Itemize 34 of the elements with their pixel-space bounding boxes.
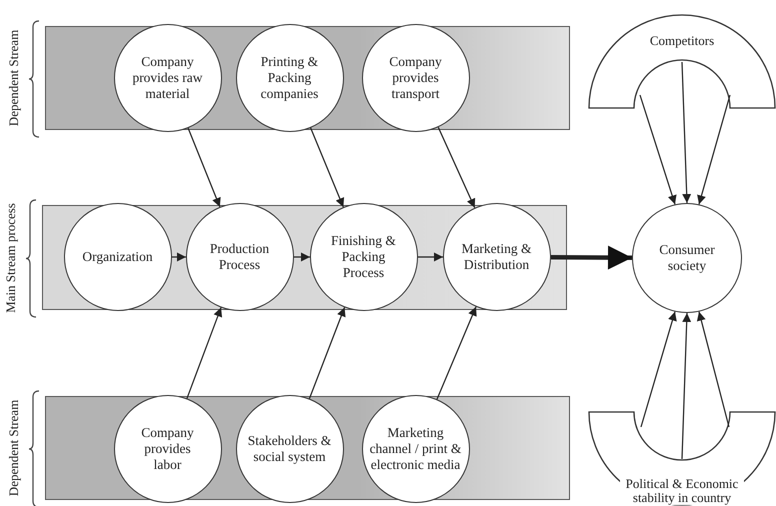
circle-label: Consumer society [658, 242, 716, 274]
arrow [681, 62, 692, 204]
arch-shape [589, 412, 775, 505]
circle-label: Company provides labor [140, 424, 195, 472]
arrow [681, 312, 692, 460]
arrow [640, 312, 677, 428]
circle-label: Organization [82, 248, 153, 264]
arrow [186, 307, 222, 399]
arrow [639, 94, 677, 204]
circle-label: Company provides raw material [131, 54, 204, 102]
arch-label: Competitors [648, 34, 716, 48]
arrow [310, 128, 344, 208]
circle-label: Production Process [208, 240, 270, 272]
thick-arrow [551, 246, 632, 270]
circle-label: Stakeholders & social system [246, 432, 332, 464]
stream-label: Main Stream process [3, 202, 18, 312]
circle-label: Marketing channel / print & electronic media [368, 424, 462, 472]
circle-label: Printing & Packing companies [260, 54, 320, 102]
arrow [418, 252, 443, 262]
stream-label: Dependent Stream [6, 400, 21, 496]
arch-label: Political & Economic stability in country [620, 477, 744, 505]
arrow [294, 252, 310, 262]
arrow [188, 128, 221, 208]
circle-label: Finishing & Packing Process [330, 232, 397, 280]
arrow [438, 126, 476, 208]
arrow [697, 94, 731, 204]
circle-label: Company provides transport [388, 54, 443, 102]
arrow [696, 312, 730, 428]
arrow [436, 306, 477, 400]
stream-label: Dependent Stream [6, 30, 21, 126]
arrow [308, 307, 346, 399]
arrow [172, 252, 186, 262]
circle-label: Marketing & Distribution [460, 240, 533, 272]
arch-shape [589, 12, 775, 108]
